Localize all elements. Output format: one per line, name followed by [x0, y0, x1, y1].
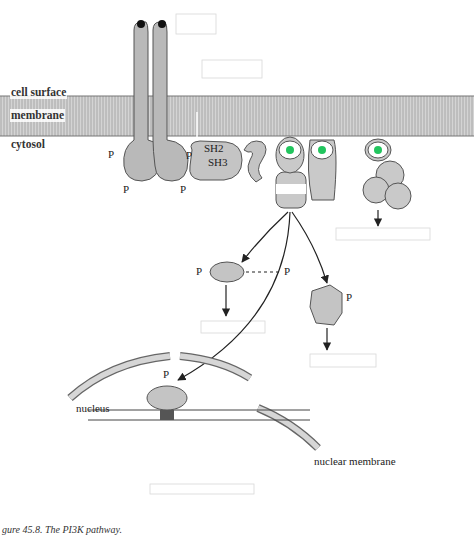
membrane-band	[0, 96, 474, 136]
ligand-dot	[137, 20, 145, 28]
side-label: cytosol	[10, 138, 46, 151]
promoter-site	[160, 410, 174, 420]
domain-label: SH3	[208, 156, 228, 168]
phospho-label: P	[180, 183, 186, 195]
membrane-edge	[0, 95, 474, 96]
protein-shape	[310, 285, 342, 325]
phospho-label: P	[123, 183, 129, 195]
blank-label	[150, 14, 430, 494]
dna-strand	[88, 410, 310, 411]
pi3k-complex	[276, 137, 411, 209]
transcription-factor: P	[145, 368, 189, 410]
protein-shape	[190, 141, 242, 180]
adaptor-protein: SH2SH3	[186, 138, 244, 182]
kinase-oval: P	[196, 261, 248, 283]
linker-protein	[244, 141, 266, 182]
compartment-label: nucleus	[76, 402, 110, 414]
phospho-label: P	[163, 368, 169, 380]
receptor	[124, 22, 188, 181]
nuclear-envelope	[70, 356, 318, 448]
side-label: membrane	[10, 109, 65, 122]
domain-label: SH2	[204, 142, 224, 154]
dna-strand	[88, 420, 310, 421]
node-outline	[196, 261, 248, 283]
phospho-label: P	[284, 265, 290, 277]
signal-arrow	[178, 210, 378, 380]
protein-shape	[147, 386, 187, 410]
membrane-edge	[0, 135, 474, 136]
node-outline	[308, 283, 356, 327]
phospho-label: P	[108, 148, 114, 160]
side-label: cell surface	[10, 86, 67, 99]
phospho-label: P	[346, 291, 352, 303]
phospho-label: P	[196, 265, 202, 277]
effector-protein: P	[308, 283, 356, 327]
phospho-label: P	[186, 149, 192, 161]
protein-shape	[210, 262, 244, 282]
compartment-label: nuclear membrane	[314, 455, 396, 467]
ligand-dot	[158, 20, 166, 28]
figure-caption: gure 45.8. The PI3K pathway.	[2, 524, 122, 535]
